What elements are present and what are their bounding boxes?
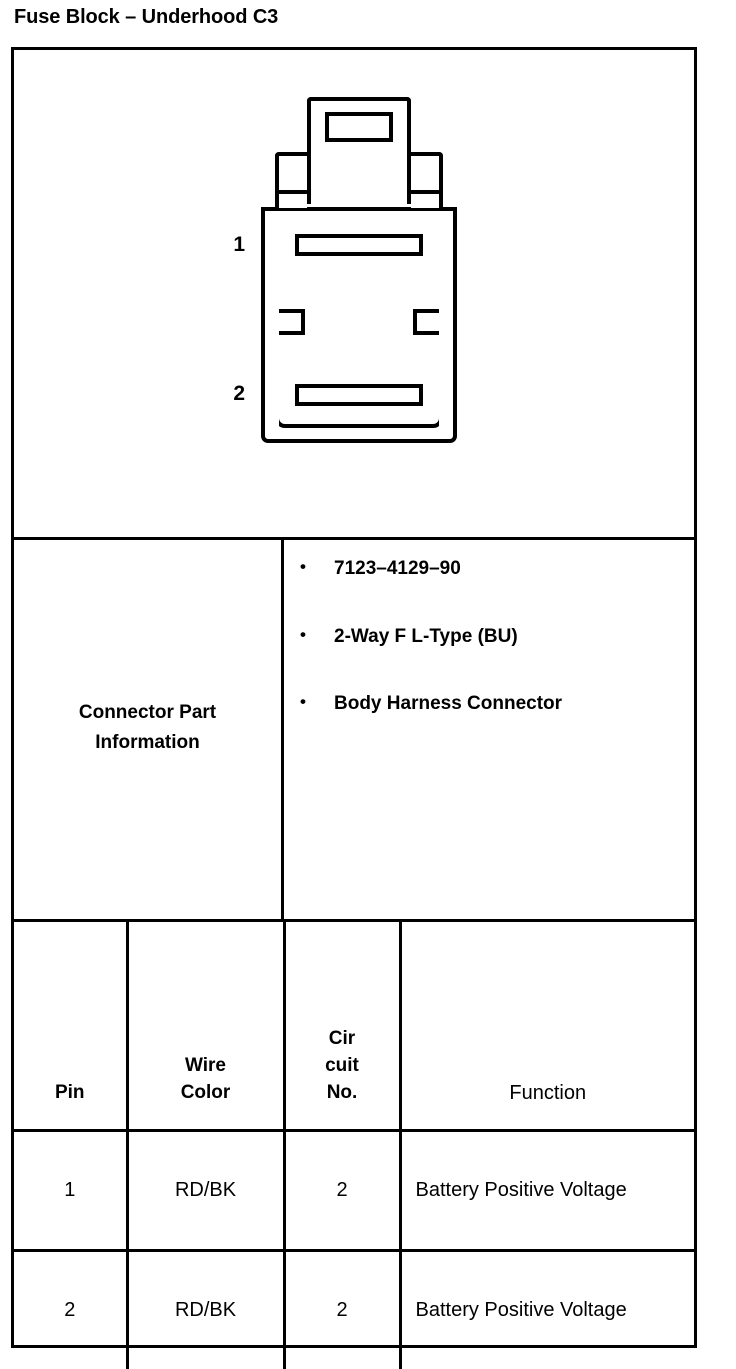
seam-mask-right-channel — [439, 211, 453, 427]
cpi-item-text: 7123–4129–90 — [334, 558, 461, 579]
connector-info-table: 1 2 Connector Part Information •7123–412… — [11, 47, 697, 1348]
seam-mask-latch — [311, 188, 407, 196]
table-row: 1 RD/BK 2 Battery Positive Voltage — [14, 1131, 694, 1251]
cell-wire-color: RD/BK — [127, 1251, 284, 1369]
connector-part-information-list: •7123–4129–90 •2-Way F L-Type (BU) •Body… — [284, 540, 694, 919]
table-header-row: Pin Wire Color Cir cuit No. Function — [14, 922, 694, 1131]
connector-part-information-label-cell: Connector Part Information — [14, 540, 284, 919]
cpi-list-item: •2-Way F L-Type (BU) — [300, 624, 684, 650]
connector-notch-right — [413, 309, 439, 335]
cell-circuit-no: 2 — [284, 1131, 400, 1251]
terminal-slot-1 — [295, 234, 423, 256]
bullet-icon: • — [300, 624, 334, 647]
pin-assignment-table: Pin Wire Color Cir cuit No. Function — [14, 922, 694, 1345]
column-header-function-text: Function — [509, 1082, 586, 1104]
cpi-item-text: 2-Way F L-Type (BU) — [334, 626, 518, 647]
bullet-icon: • — [300, 691, 334, 714]
cell-circuit-no: 2 — [284, 1251, 400, 1369]
column-header-pin-text: Pin — [55, 1082, 85, 1103]
cpi-label-line-2: Information — [95, 732, 200, 753]
column-header-circuit-line-1: Cir — [329, 1028, 355, 1049]
cpi-item-text: Body Harness Connector — [334, 693, 562, 714]
column-header-circuit-line-3: No. — [327, 1082, 358, 1103]
column-header-pin: Pin — [14, 922, 127, 1131]
column-header-wire-color: Wire Color — [127, 922, 284, 1131]
cell-pin: 2 — [14, 1251, 127, 1369]
bullet-icon: • — [300, 556, 334, 579]
column-header-function: Function — [400, 922, 694, 1131]
column-header-wire-line-2: Color — [181, 1082, 231, 1103]
seam-mask-left-channel — [265, 211, 279, 427]
cell-wire-color: RD/BK — [127, 1131, 284, 1251]
seam-mask-shoulder-right — [411, 196, 439, 208]
table-row: 2 RD/BK 2 Battery Positive Voltage — [14, 1251, 694, 1369]
diagram-pin-callout-2: 2 — [219, 383, 245, 404]
connector-latch-window-icon — [325, 112, 393, 142]
column-header-wire-line-1: Wire — [185, 1055, 226, 1076]
column-header-circuit-line-2: cuit — [325, 1055, 359, 1076]
seam-mask-shoulder-left — [279, 196, 307, 208]
connector-notch-left — [279, 309, 305, 335]
cell-function: Battery Positive Voltage — [400, 1251, 694, 1369]
page-title: Fuse Block – Underhood C3 — [14, 6, 278, 29]
column-header-circuit-no: Cir cuit No. — [284, 922, 400, 1131]
connector-drawing: 1 2 — [14, 50, 694, 540]
connector-diagram-cell: 1 2 — [14, 50, 694, 540]
terminal-slot-2 — [295, 384, 423, 406]
diagram-pin-callout-1: 1 — [219, 234, 245, 255]
connector-part-information-label: Connector Part Information — [79, 698, 216, 761]
cpi-list-item: •7123–4129–90 — [300, 556, 684, 582]
cpi-label-line-1: Connector Part — [79, 702, 216, 723]
cell-pin: 1 — [14, 1131, 127, 1251]
connector-part-information-row: Connector Part Information •7123–4129–90… — [14, 540, 694, 922]
cell-function: Battery Positive Voltage — [400, 1131, 694, 1251]
cpi-list-item: •Body Harness Connector — [300, 691, 684, 717]
